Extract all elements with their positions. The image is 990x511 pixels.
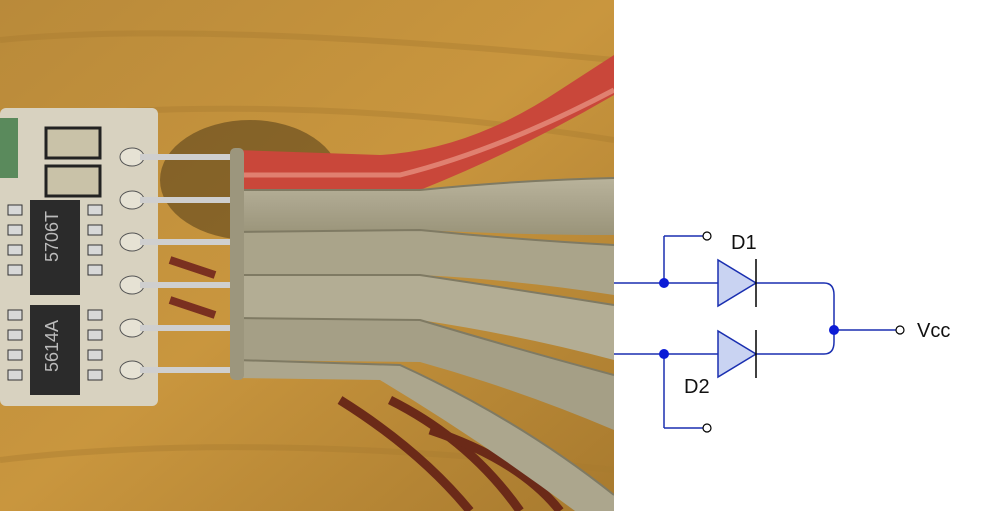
brown-wire — [337, 396, 474, 511]
label-vcc: Vcc — [917, 320, 950, 342]
hidden-wire — [168, 296, 217, 319]
ribbon-conductor — [236, 275, 614, 360]
ribbon-conductor — [236, 360, 614, 511]
chip-marking: 5706T — [42, 211, 62, 262]
solder-pads — [119, 147, 145, 380]
diode-d2-body — [717, 329, 758, 379]
junction-node — [659, 349, 669, 359]
ribbon-red-wire — [236, 55, 614, 190]
capacitor — [44, 164, 102, 198]
terminal-d2 — [702, 423, 712, 433]
brown-wire — [387, 395, 524, 511]
ribbon-red-highlight — [236, 87, 614, 178]
diode-d1-body — [717, 258, 758, 308]
ribbon-conductor — [236, 178, 614, 235]
ribbon-end — [230, 148, 244, 380]
ic-chip — [30, 305, 80, 395]
terminal-d1 — [702, 231, 712, 241]
brown-wire — [428, 425, 564, 511]
junction-node — [659, 278, 669, 288]
chip-pins — [7, 204, 103, 381]
ic-chip — [30, 200, 80, 295]
ribbon-conductor — [236, 230, 614, 295]
ribbon-grooves — [235, 177, 614, 496]
wire-d1-bend — [823, 282, 835, 330]
label-d1: D1 — [731, 232, 757, 254]
terminal-vcc — [895, 325, 905, 335]
junction-node — [829, 325, 839, 335]
pcb-green-edge — [0, 118, 18, 178]
capacitor — [44, 126, 102, 160]
label-d2: D2 — [684, 376, 710, 398]
hidden-wire — [168, 256, 217, 279]
schematic-background — [614, 0, 990, 511]
chip-marking: 5614A — [42, 320, 62, 372]
ribbon-conductor — [236, 318, 614, 430]
circuit-board-photo: 5706T 5614A — [0, 0, 614, 511]
header-pins — [140, 154, 240, 373]
diode-or-schematic: D1 D2 Vcc — [614, 0, 990, 511]
wire-d2-bend — [823, 330, 835, 355]
